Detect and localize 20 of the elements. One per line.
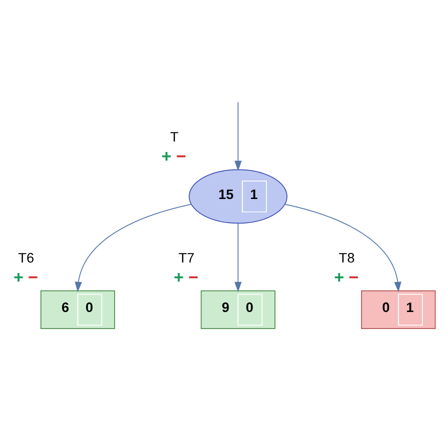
- arrow: [74, 203, 192, 292]
- arrow: [234, 222, 242, 292]
- node-box: 0 1: [361, 290, 436, 328]
- arrow: [284, 203, 402, 292]
- node-label: +: [334, 266, 344, 287]
- node-label: +: [13, 266, 24, 287]
- node-box: 6 0: [40, 290, 116, 328]
- node-label: +: [162, 146, 172, 166]
- node-label: −: [28, 266, 38, 287]
- arrow: [234, 101, 242, 171]
- node-label: T7: [178, 250, 194, 265]
- node-label: −: [188, 266, 198, 287]
- node-box: 9 0: [200, 290, 276, 328]
- node-label: −: [348, 266, 359, 287]
- node-label: T6: [18, 250, 34, 265]
- node-label: T8: [338, 250, 355, 265]
- node-label: −: [176, 146, 186, 166]
- node-label: +: [174, 266, 184, 287]
- node-ellipse: 15 1: [188, 168, 288, 224]
- node-label: T: [170, 128, 178, 144]
